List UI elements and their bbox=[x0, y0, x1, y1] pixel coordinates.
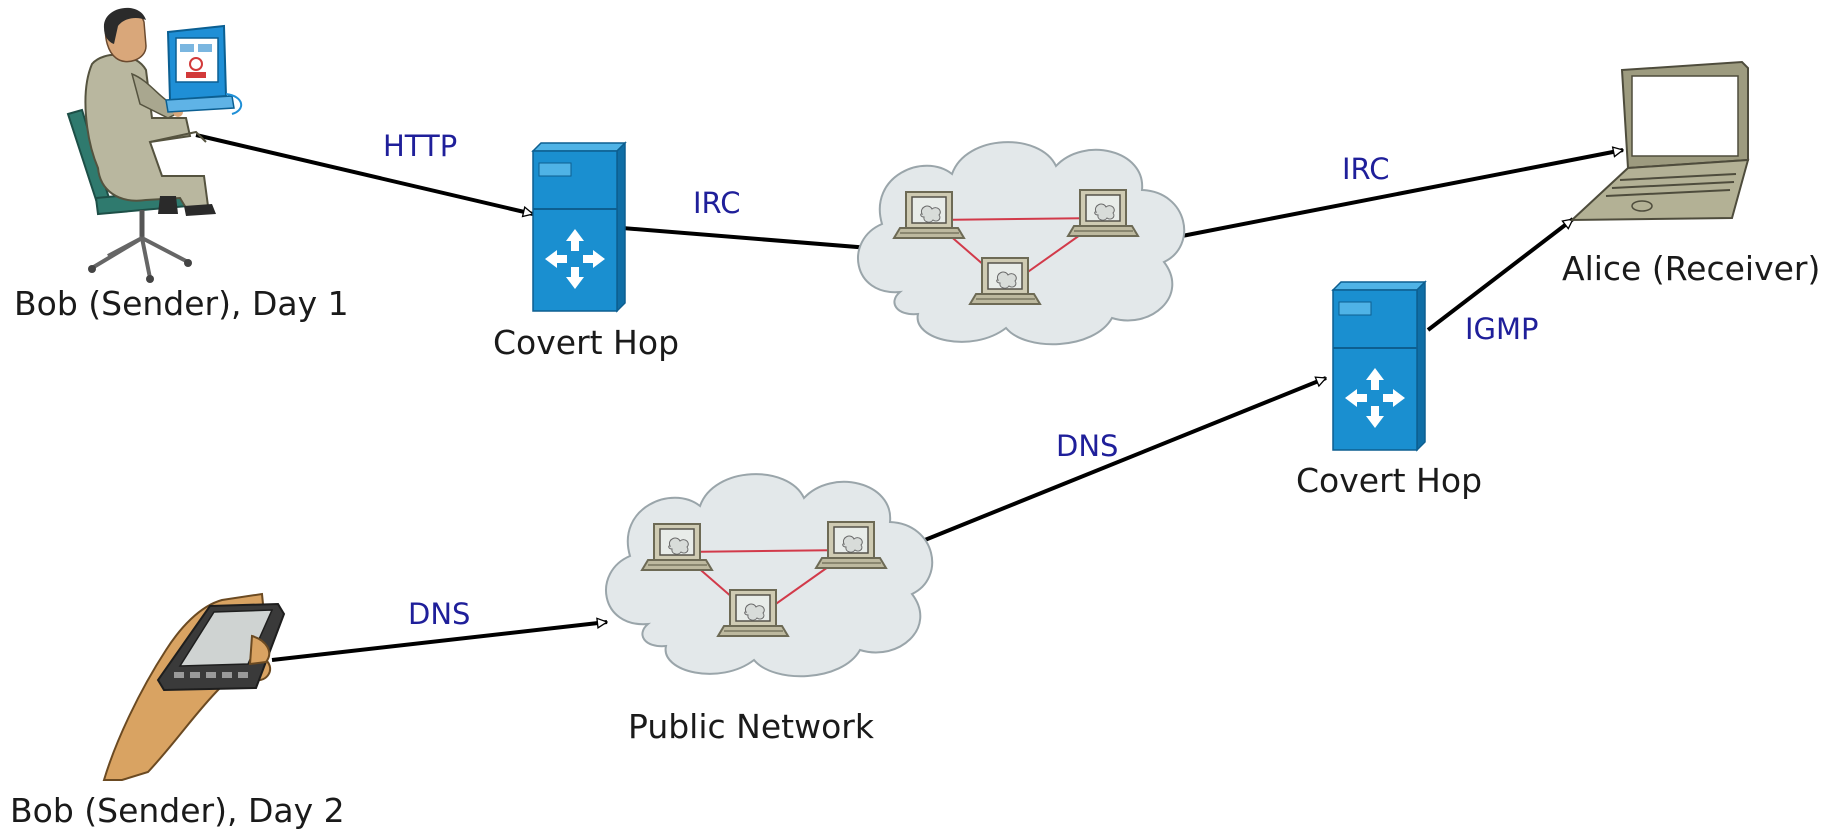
edge-dns-public-to-hop2 bbox=[909, 376, 1326, 548]
edge-dns-bob2-to-public bbox=[271, 622, 607, 662]
edge-irc-hop1-to-cloud bbox=[621, 226, 882, 249]
edge-label: IRC bbox=[1342, 152, 1390, 186]
network-cloud-icon bbox=[858, 142, 1184, 344]
node-label-bob-day2: Bob (Sender), Day 2 bbox=[10, 791, 345, 830]
edge-label: DNS bbox=[1056, 429, 1118, 463]
edge-label: DNS bbox=[408, 597, 470, 631]
edge-http-bob-to-hop1 bbox=[195, 133, 533, 214]
laptop-icon bbox=[1569, 60, 1750, 222]
network-cloud-icon bbox=[606, 474, 932, 676]
node-label-public-network: Public Network bbox=[628, 707, 875, 746]
edge-label: IRC bbox=[693, 186, 741, 220]
node-label-covert-hop-1: Covert Hop bbox=[493, 323, 679, 362]
node-label-alice: Alice (Receiver) bbox=[1562, 249, 1820, 288]
edge-igmp-hop2-to-alice bbox=[1426, 217, 1575, 332]
node-label-covert-hop-2: Covert Hop bbox=[1296, 461, 1482, 500]
node-label-bob-day1: Bob (Sender), Day 1 bbox=[14, 284, 349, 323]
server-router-icon bbox=[532, 142, 626, 312]
edge-irc-cloud-to-alice bbox=[1181, 150, 1623, 238]
server-router-icon bbox=[1332, 281, 1426, 451]
edge-label: HTTP bbox=[383, 129, 457, 163]
edge-label: IGMP bbox=[1465, 312, 1539, 346]
hand-holding-pda-icon bbox=[102, 592, 286, 781]
person-at-computer-icon bbox=[66, 7, 242, 283]
